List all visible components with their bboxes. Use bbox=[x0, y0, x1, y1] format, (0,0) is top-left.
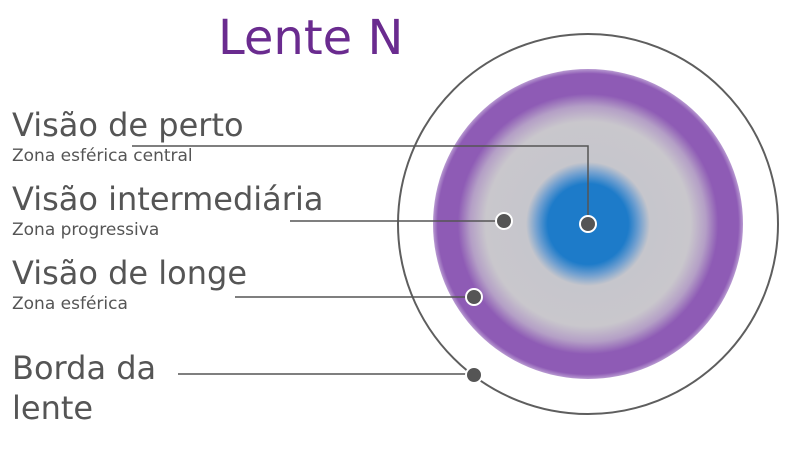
label-intermediate-main: Visão intermediária bbox=[12, 180, 324, 218]
marker-edge bbox=[465, 366, 483, 384]
marker-intermediate bbox=[495, 212, 513, 230]
label-intermediate-vision: Visão intermediária Zona progressiva bbox=[12, 180, 323, 241]
label-far-sub: Zona esférica bbox=[12, 294, 128, 315]
label-intermediate-sub: Zona progressiva bbox=[12, 220, 160, 241]
label-near-vision: Visão de perto Zona esférica central bbox=[12, 106, 244, 167]
label-edge-line1: Borda da bbox=[12, 349, 157, 387]
diagram-title: Lente N bbox=[218, 10, 404, 66]
label-far-vision: Visão de longe Zona esférica bbox=[12, 254, 247, 315]
marker-near bbox=[579, 215, 597, 233]
label-near-sub: Zona esférica central bbox=[12, 146, 193, 167]
leader-line-near bbox=[132, 145, 589, 224]
label-near-main: Visão de perto bbox=[12, 106, 244, 144]
label-edge-line2: lente bbox=[12, 389, 94, 427]
marker-far bbox=[465, 288, 483, 306]
label-lens-edge: Borda da lente bbox=[12, 348, 156, 428]
label-far-main: Visão de longe bbox=[12, 254, 248, 292]
